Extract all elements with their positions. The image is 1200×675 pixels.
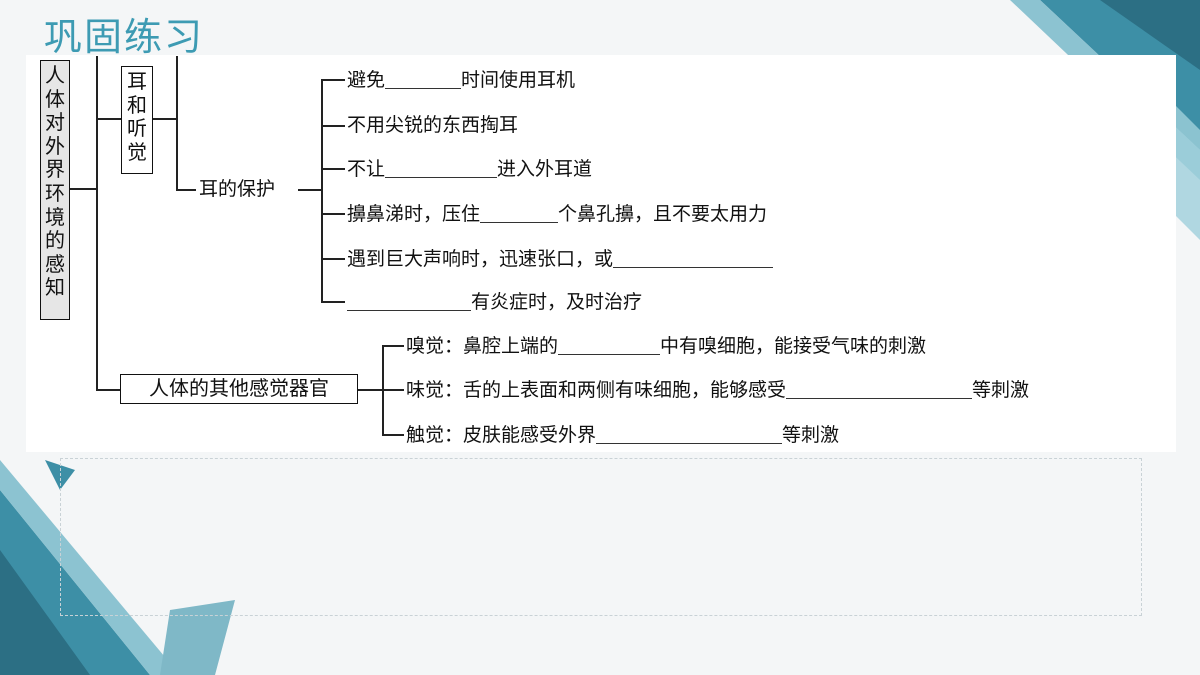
connector	[321, 79, 345, 81]
connector	[321, 168, 345, 170]
connector	[96, 56, 98, 390]
list-item: 触觉：皮肤能感受外界等刺激	[406, 424, 840, 446]
connector	[382, 434, 404, 436]
connector	[298, 189, 322, 191]
connector	[321, 125, 345, 127]
list-item: 不用尖锐的东西掏耳	[347, 114, 519, 136]
list-item: 不让进入外耳道	[347, 158, 593, 180]
connector	[358, 389, 383, 391]
connector	[70, 188, 97, 190]
list-item: 味觉：舌的上表面和两侧有味细胞，能够感受等刺激	[406, 379, 1030, 401]
answer-blank[interactable]	[596, 425, 783, 444]
connector	[176, 189, 196, 191]
connector	[321, 79, 323, 302]
answer-blank[interactable]	[613, 249, 774, 268]
other-senses-node: 人体的其他感觉器官	[120, 374, 358, 404]
answer-blank[interactable]	[385, 159, 498, 178]
root-node: 人体对外界环境的感知	[40, 60, 70, 320]
connector	[321, 301, 345, 303]
list-item: 嗅觉：鼻腔上端的中有嗅细胞，能接受气味的刺激	[406, 335, 927, 357]
list-item: 避免时间使用耳机	[347, 69, 576, 91]
ear-protection-node: 耳的保护	[199, 178, 276, 200]
answer-blank[interactable]	[786, 380, 973, 399]
connector	[321, 213, 345, 215]
connector	[382, 345, 404, 347]
answer-blank[interactable]	[480, 204, 559, 223]
answer-blank[interactable]	[347, 292, 471, 311]
ear-node: 耳和听觉	[121, 66, 153, 174]
answer-blank[interactable]	[385, 70, 462, 89]
connector	[96, 118, 121, 120]
connector	[321, 258, 345, 260]
list-item: 擤鼻涕时，压住个鼻孔擤，且不要太用力	[347, 203, 768, 225]
list-item: 有炎症时，及时治疗	[347, 292, 642, 312]
connector	[382, 389, 404, 391]
connector	[153, 118, 177, 120]
connector	[176, 56, 178, 190]
slide-title: 巩固练习	[44, 15, 205, 59]
list-item: 遇到巨大声响时，迅速张口，或	[347, 249, 774, 269]
dashed-frame	[60, 458, 1142, 616]
connector	[96, 389, 120, 391]
answer-blank[interactable]	[558, 336, 661, 355]
corner-decoration-bottom-left	[0, 460, 235, 675]
